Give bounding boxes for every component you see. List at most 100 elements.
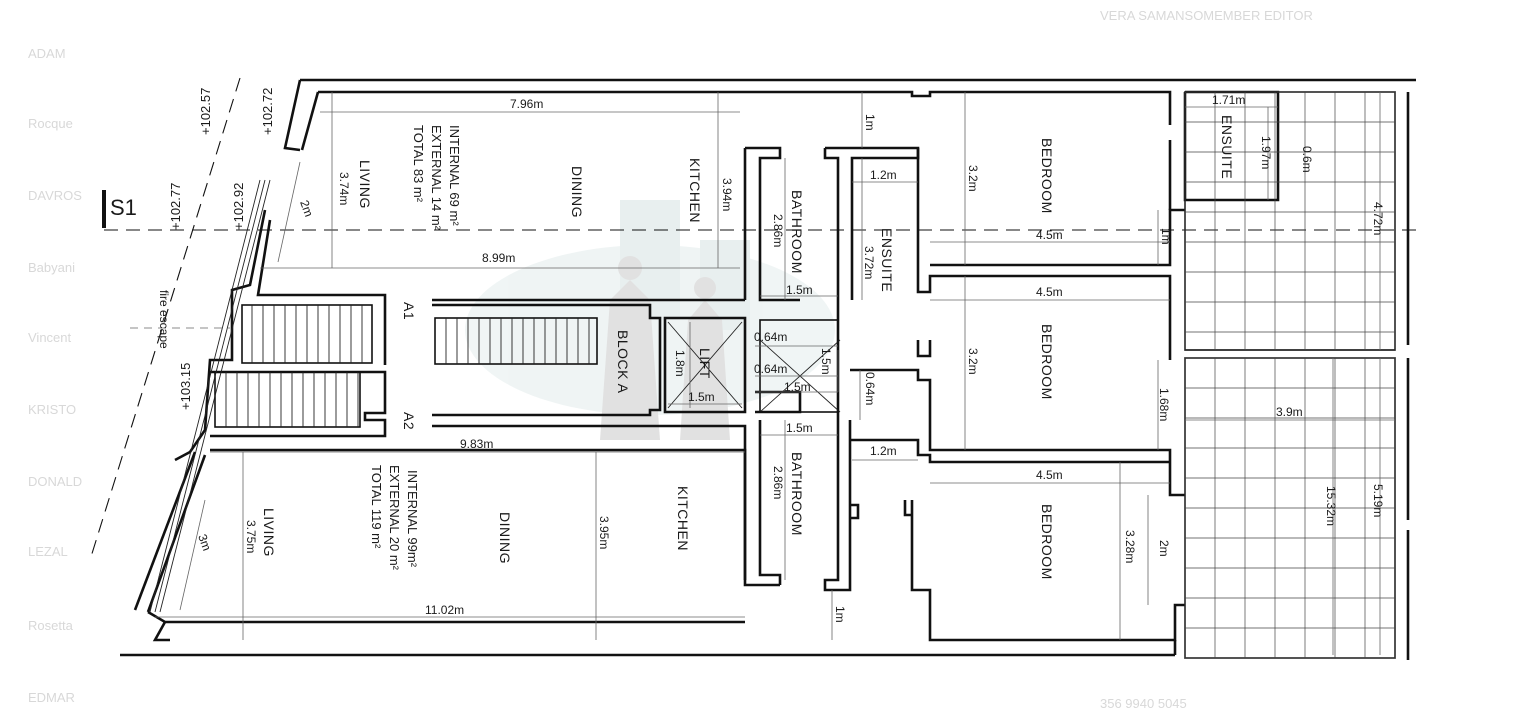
corridor-top-dim: 1m [863, 114, 877, 131]
bedroom-2-depth: 3.2m [966, 348, 980, 375]
bathroom-top-width: 1.5m [786, 283, 813, 297]
lower-living-label: LIVING [261, 508, 277, 557]
private-rooms: BATHROOM 2.86m 1.5m BATHROOM 2.86m 1.5m … [771, 93, 1314, 580]
ghost-left-3: DAVROS [28, 188, 82, 203]
upper-living-label: LIVING [357, 160, 373, 209]
ghost-left-6: KRISTO [28, 402, 76, 417]
upper-apartment: LIVING 3.74m DINING KITCHEN 3.94m 7.96m … [337, 97, 734, 265]
bedroom-2-gap: 1.68m [1157, 388, 1171, 421]
lower-kitchen-label: KITCHEN [675, 486, 691, 551]
ghost-left-2: Rocque [28, 116, 73, 131]
block-a-label: BLOCK A [615, 330, 631, 394]
level-102-72: +102.72 [260, 88, 275, 135]
ghost-left-8: LEZAL [28, 544, 68, 559]
background-ghost-text: ADAM Rocque DAVROS Babyani Vincent KRIST… [28, 8, 1313, 711]
upper-area-internal: INTERNAL 69 m² [447, 125, 462, 226]
core-walls [432, 92, 1280, 655]
bedroom-1-depth: 3.2m [966, 165, 980, 192]
bedroom-3-depth: 3.28m [1123, 530, 1137, 563]
ghost-left-4: Babyani [28, 260, 75, 275]
lower-dining-label: DINING [497, 512, 513, 564]
level-annotations: +102.57 +102.72 +102.77 +102.92 +103.15 … [157, 88, 275, 410]
lift-label: LIFT [697, 348, 713, 379]
ramp-top-dim: 2m [297, 198, 316, 218]
lobby-width: 1.2m [870, 444, 897, 458]
lift-shaft [667, 321, 743, 409]
upper-kitchen-dim: 3.94m [720, 178, 734, 211]
level-103-15: +103.15 [178, 363, 193, 410]
ramp-bottom-dim: 3m [195, 532, 214, 552]
stair-a2-label: A2 [401, 412, 417, 430]
right-gap-dim: 1m [1159, 228, 1173, 245]
lower-apartment: LIVING 3.75m DINING KITCHEN 3.95m 9.83m … [244, 437, 691, 617]
stair-depth: 1.5m [819, 348, 833, 375]
stair-width-1: 0.64m [754, 330, 787, 344]
terrace-width: 3.9m [1276, 405, 1303, 419]
upper-length-dim: 8.99m [482, 251, 515, 265]
upper-width-dim: 7.96m [510, 97, 543, 111]
upper-kitchen-label: KITCHEN [687, 158, 703, 223]
level-102-92: +102.92 [231, 183, 246, 230]
upper-area-external: EXTERNAL 14 m² [429, 125, 444, 231]
lift-width-dim: 1.5m [688, 390, 715, 404]
core-labels: A1 A2 BLOCK A LIFT 1.5m 1.8m [401, 302, 715, 430]
bedroom-3-label: BEDROOM [1039, 504, 1055, 580]
upper-area-total: TOTAL 83 m² [411, 125, 426, 203]
terrace-depth: 15.32m [1324, 486, 1338, 526]
ensuite-top-label: ENSUITE [1219, 115, 1235, 179]
lower-kitchen-dim: 3.95m [597, 516, 611, 549]
dimension-lines [155, 92, 1395, 655]
ghost-left-9: Rosetta [28, 618, 74, 633]
bedroom-1-label: BEDROOM [1039, 138, 1055, 214]
stair-width-4: 1.5m [784, 380, 811, 394]
bathroom-top-label: BATHROOM [789, 190, 805, 274]
ghost-top-right: VERA SAMANSOMEMBER EDITOR [1100, 8, 1313, 23]
lower-area-internal: INTERNAL 99m² [405, 470, 420, 568]
ensuite-center-dim: 3.72m [862, 246, 876, 279]
ensuite-top-width: 1.71m [1212, 93, 1245, 107]
terrace-top-depth: 4.72m [1371, 202, 1385, 235]
staircase-left [214, 304, 373, 428]
bathroom-top-dim: 2.86m [771, 214, 785, 247]
bedroom-2-width: 4.5m [1036, 285, 1063, 299]
ghost-left-7: DONALD [28, 474, 82, 489]
site-boundary [89, 77, 271, 613]
upper-dining-label: DINING [569, 166, 585, 218]
bedroom-1-width: 4.5m [1036, 228, 1063, 242]
corridor-bottom-dim: 1m [833, 606, 847, 623]
lower-living-dim: 3.75m [244, 520, 258, 553]
stair-treads [225, 305, 590, 427]
lift-depth-dim: 1.8m [673, 350, 687, 377]
level-102-77: +102.77 [168, 183, 183, 230]
lower-area-external: EXTERNAL 20 m² [387, 465, 402, 571]
terrace-bottom-depth: 5.19m [1371, 484, 1385, 517]
ghost-left-1: ADAM [28, 46, 66, 61]
staircase-center [434, 317, 598, 365]
section-marker: S1 [110, 195, 137, 220]
ghost-bottom-right: 356 9940 5045 [1100, 696, 1187, 711]
ensuite-center-width: 1.2m [870, 168, 897, 182]
bedroom-2-label: BEDROOM [1039, 324, 1055, 400]
bathroom-bottom-dim: 2.86m [771, 466, 785, 499]
ghost-left-5: Vincent [28, 330, 72, 345]
terrace-grid [1184, 91, 1396, 659]
upper-living-dim: 3.74m [337, 172, 351, 205]
ghost-left-10: EDMAR [28, 690, 75, 705]
misc-dimensions: 1m 1m 1m 0.64m 0.64m 0.64m 1.5m 1.5m 1.2… [195, 114, 1385, 623]
stair-width-3: 0.64m [863, 372, 877, 405]
ensuite-top-depth: 1.97m [1259, 136, 1273, 169]
level-102-57: +102.57 [198, 88, 213, 135]
fire-escape-label: fire escape [157, 290, 171, 349]
bathroom-bottom-label: BATHROOM [789, 452, 805, 536]
lower-width-dim: 9.83m [460, 437, 493, 451]
bedroom-3-width: 4.5m [1036, 468, 1063, 482]
ensuite-center-label: ENSUITE [879, 228, 895, 292]
ensuite-top-gap: 0.6m [1300, 146, 1314, 173]
section-line: S1 [102, 190, 1420, 231]
lower-area-total: TOTAL 119 m² [369, 465, 384, 549]
bathroom-bottom-width: 1.5m [786, 421, 813, 435]
stair-a1-label: A1 [401, 302, 417, 320]
stair-width-2: 0.64m [754, 362, 787, 376]
bedroom-3-gap: 2m [1157, 540, 1171, 557]
